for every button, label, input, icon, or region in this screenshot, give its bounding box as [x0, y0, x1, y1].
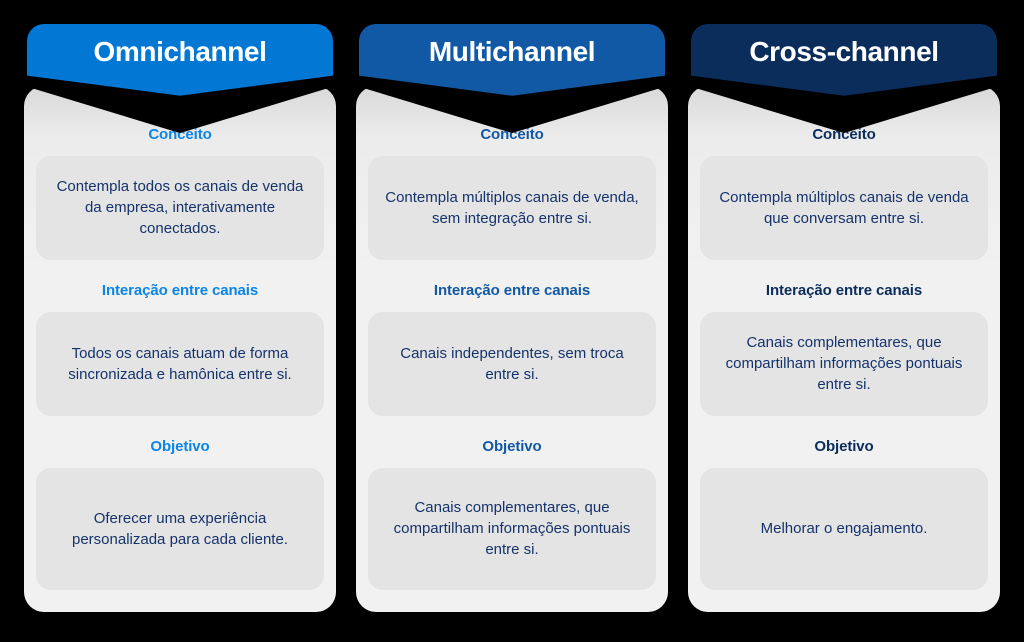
section-text: Canais independentes, sem troca entre si…	[400, 344, 624, 383]
section-title: Objetivo	[814, 437, 874, 455]
column-title: Multichannel	[428, 36, 596, 67]
section-title: Interação entre canais	[433, 281, 591, 299]
section-text: Contempla múltiplos canais de venda que …	[719, 188, 969, 227]
section-text: Oferecer uma experiência personalizada p…	[72, 509, 288, 548]
spacer	[700, 260, 988, 282]
section-text: Contempla todos os canais de venda da em…	[56, 178, 304, 238]
section-objetivo: Objetivo Melhorar o engajamento.	[700, 438, 988, 590]
section-text: Contempla múltiplos canais de venda, sem…	[385, 188, 639, 227]
section-title: Objetivo	[482, 437, 542, 455]
spacer	[368, 260, 656, 282]
section-objetivo: Objetivo Canais complementares, que comp…	[368, 438, 656, 590]
section-interacao: Interação entre canais Todos os canais a…	[36, 282, 324, 416]
section-title: Objetivo	[150, 437, 210, 455]
spacer	[700, 416, 988, 438]
section-conceito: Conceito Contempla múltiplos canais de v…	[700, 126, 988, 260]
spacer	[36, 260, 324, 282]
section-text-box: Contempla múltiplos canais de venda que …	[700, 155, 988, 260]
section-title: Conceito	[812, 125, 876, 143]
section-objetivo: Objetivo Oferecer uma experiência person…	[36, 438, 324, 590]
section-interacao: Interação entre canais Canais complement…	[700, 282, 988, 416]
column-title: Cross-channel	[749, 36, 939, 67]
section-text: Todos os canais atuam de forma sincroniz…	[68, 344, 292, 383]
column-cross-channel: Cross-channel Conceito Contempla múltipl…	[688, 24, 1000, 612]
section-text-box: Canais complementares, que compartilham …	[368, 467, 656, 590]
section-text-box: Canais complementares, que compartilham …	[700, 311, 988, 416]
section-text: Melhorar o engajamento.	[760, 520, 928, 538]
section-text-box: Contempla todos os canais de venda da em…	[36, 155, 324, 260]
column-multichannel: Multichannel Conceito Contempla múltiplo…	[356, 24, 668, 612]
column-card-omnichannel: Conceito Contempla todos os canais de ve…	[24, 85, 336, 612]
column-card-multichannel: Conceito Contempla múltiplos canais de v…	[356, 85, 668, 612]
column-omnichannel: Omnichannel Conceito Contempla todos os …	[24, 24, 336, 612]
section-text-box: Todos os canais atuam de forma sincroniz…	[36, 311, 324, 416]
section-conceito: Conceito Contempla todos os canais de ve…	[36, 126, 324, 260]
section-interacao: Interação entre canais Canais independen…	[368, 282, 656, 416]
spacer	[36, 416, 324, 438]
section-text: Canais complementares, que compartilham …	[393, 499, 631, 559]
section-title: Interação entre canais	[765, 281, 923, 299]
section-text-box: Melhorar o engajamento.	[700, 467, 988, 590]
section-text-box: Contempla múltiplos canais de venda, sem…	[368, 155, 656, 260]
section-text: Canais complementares, que compartilham …	[725, 334, 963, 394]
column-title: Omnichannel	[93, 36, 267, 67]
section-title: Conceito	[148, 125, 212, 143]
section-conceito: Conceito Contempla múltiplos canais de v…	[368, 126, 656, 260]
section-text-box: Oferecer uma experiência personalizada p…	[36, 467, 324, 590]
column-header-cross-channel: Cross-channel	[691, 24, 997, 96]
section-title: Conceito	[480, 125, 544, 143]
section-title: Interação entre canais	[101, 281, 259, 299]
spacer	[368, 416, 656, 438]
column-header-omnichannel: Omnichannel	[27, 24, 333, 96]
column-card-cross-channel: Conceito Contempla múltiplos canais de v…	[688, 85, 1000, 612]
section-text-box: Canais independentes, sem troca entre si…	[368, 311, 656, 416]
column-header-multichannel: Multichannel	[359, 24, 665, 96]
